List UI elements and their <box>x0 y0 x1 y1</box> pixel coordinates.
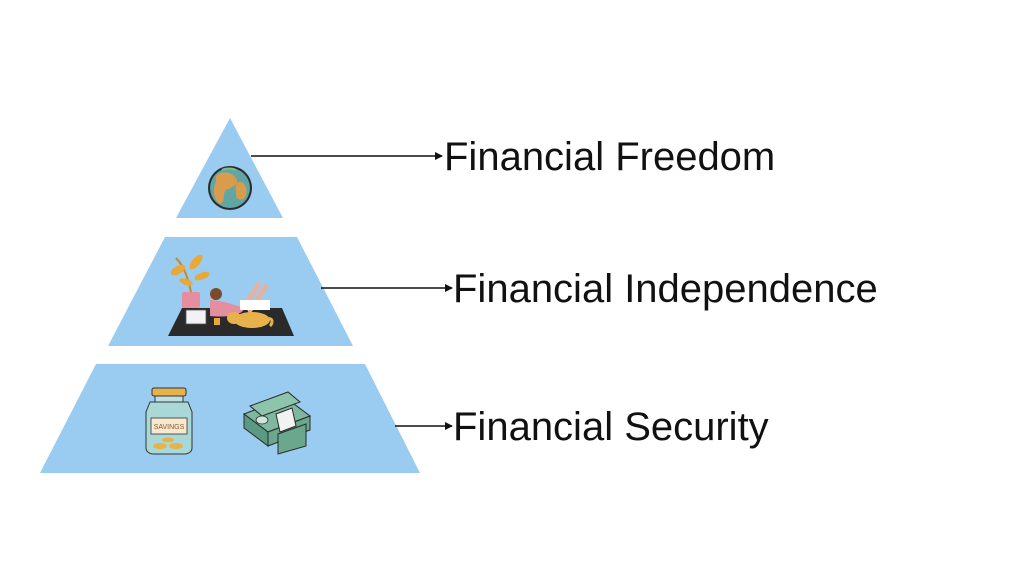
pyramid-tier-middle: Financial Independence <box>108 237 878 346</box>
level-label-freedom: Financial Freedom <box>444 135 775 179</box>
level-label-independence: Financial Independence <box>453 267 878 311</box>
level-label-security: Financial Security <box>453 405 769 449</box>
pyramid-tier-bottom: SAVINGS Financial Security <box>40 364 769 473</box>
globe-icon <box>208 166 252 210</box>
jar-label: SAVINGS <box>154 424 185 431</box>
pyramid-tier-top: Financial Freedom <box>176 118 775 218</box>
tier-shape-bottom <box>40 364 420 473</box>
